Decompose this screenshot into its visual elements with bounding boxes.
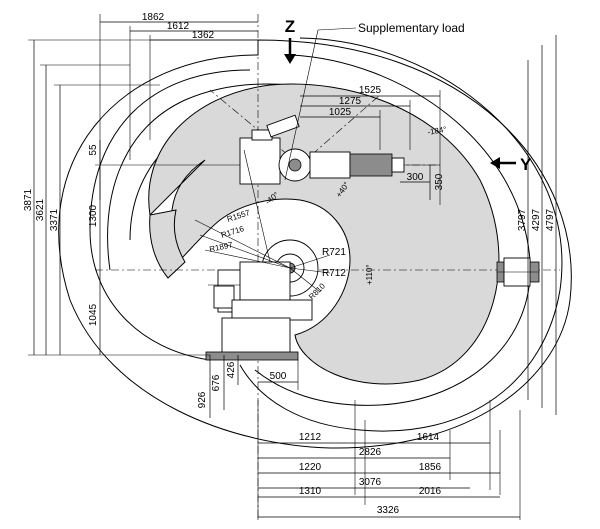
dim-3326: 3326 [377,505,400,516]
dim-3871: 3871 [23,188,34,211]
dim-2826: 2826 [359,447,382,458]
angle-minus-184: -184° [427,125,447,137]
radius-1716: R1716 [220,224,246,240]
left-dimensions: 3871 3621 3371 55 1300 1045 [23,39,258,356]
dim-926: 926 [197,391,208,408]
axis-y-arrow-icon [490,157,500,169]
dim-1300: 1300 [88,204,99,227]
dim-350: 350 [434,173,445,190]
supplementary-load-label: Supplementary load [358,21,465,35]
dim-1045: 1045 [88,303,99,326]
robot-side-right [496,257,540,287]
dim-2016: 2016 [419,486,442,497]
dim-1025: 1025 [329,107,352,118]
radius-leaders [194,219,331,293]
bottom-dimensions: 1212 1614 2826 1220 1856 3076 1310 2016 … [257,400,521,520]
dim-1310: 1310 [299,486,322,497]
dim-3076: 3076 [359,477,382,488]
angle-plus-110: +110° [365,264,374,285]
dim-300: 300 [407,172,424,183]
dim-1862: 1862 [142,12,165,23]
robot-wrist-top [239,114,440,185]
dim-500: 500 [270,371,287,382]
robot-base [205,149,319,361]
dim-4297: 4297 [531,208,542,231]
axis-z-label: Z [285,17,295,36]
dim-1212: 1212 [299,432,322,443]
dim-1612: 1612 [167,21,190,32]
right-dimensions: 3797 4297 4797 [517,35,557,415]
dim-3371: 3371 [49,208,60,231]
base-dimensions: 676 426 926 500 [197,355,299,418]
dim-1275: 1275 [339,96,362,107]
dim-1614: 1614 [417,432,440,443]
dim-3797: 3797 [517,208,528,231]
radius-721: R721 [322,247,346,258]
dim-1362: 1362 [192,30,215,41]
dim-1220: 1220 [299,462,322,473]
dim-676: 676 [211,374,222,391]
dim-1525: 1525 [359,85,382,96]
dim-4797: 4797 [545,208,556,231]
radius-1897: R1897 [209,240,234,254]
dim-3621: 3621 [35,198,46,221]
radius-712: R712 [322,268,346,279]
dim-426: 426 [226,361,237,378]
axis-y-label: Y [520,155,532,174]
dim-55: 55 [88,144,99,156]
dim-1856: 1856 [419,462,442,473]
axis-labels: Z Supplementary load Y [284,17,532,181]
right-top-dimensions: 1525 1275 1025 300 350 [300,85,445,205]
axis-z-arrow-icon [284,54,296,64]
